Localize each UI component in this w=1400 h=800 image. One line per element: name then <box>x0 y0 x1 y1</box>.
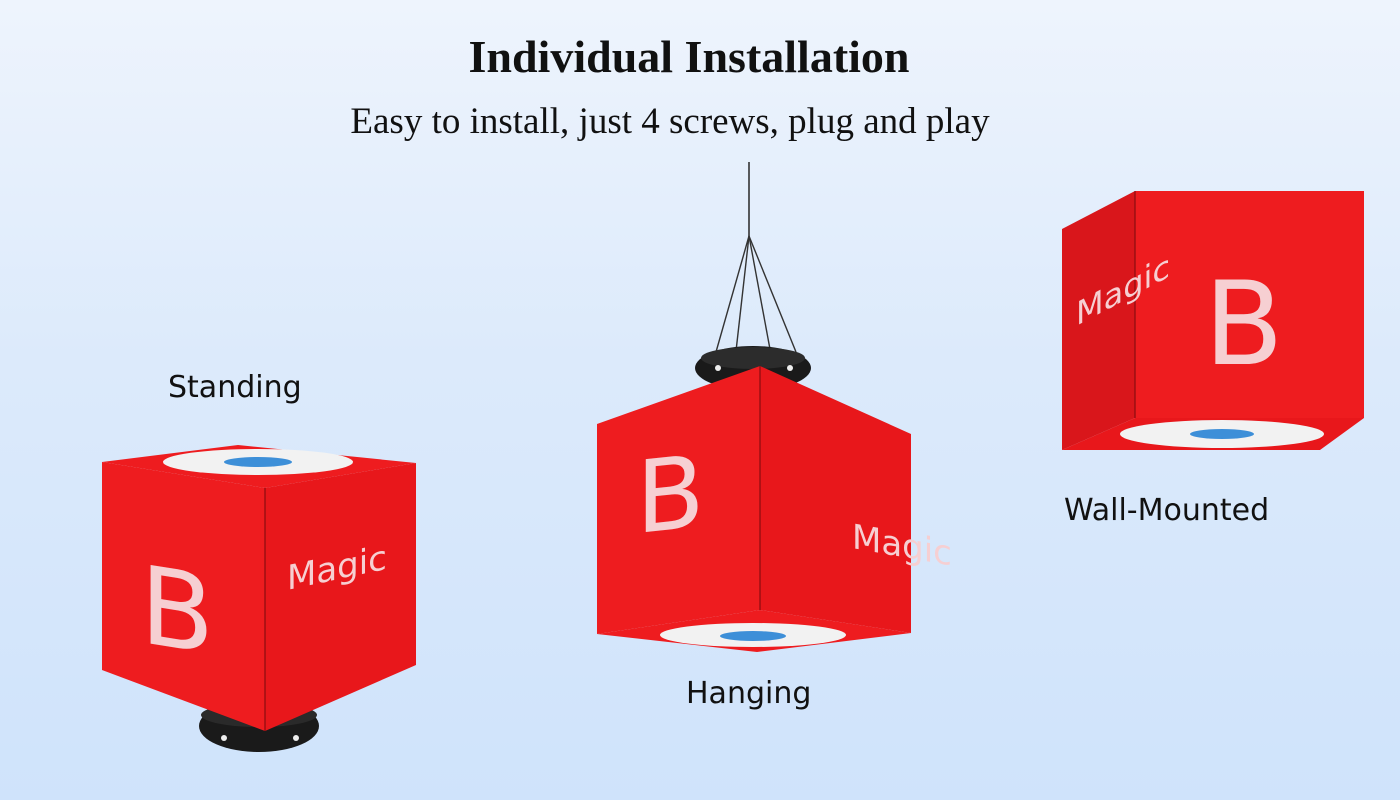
standing-front-text: B <box>140 542 214 680</box>
label-hanging: Hanging <box>686 676 812 711</box>
hanging-front-text: B <box>636 433 705 557</box>
wall-front-text: B <box>1204 257 1284 392</box>
wall-front-face <box>1135 191 1364 418</box>
label-standing: Standing <box>168 370 302 405</box>
hanging-front-face <box>597 366 760 634</box>
page-subtitle: Easy to install, just 4 screws, plug and… <box>350 101 990 142</box>
standing-cube: B Magic <box>102 445 416 752</box>
standing-side-face <box>265 463 416 731</box>
page-title: Individual Installation <box>468 31 910 82</box>
wall-mounted-cube: B Magic <box>1062 191 1364 450</box>
standing-front-face <box>102 462 265 731</box>
hanging-cube: B Magic <box>597 162 952 652</box>
wall-side-face <box>1062 191 1135 450</box>
label-wall-mounted: Wall-Mounted <box>1064 493 1270 528</box>
hanging-side-face <box>760 366 911 633</box>
